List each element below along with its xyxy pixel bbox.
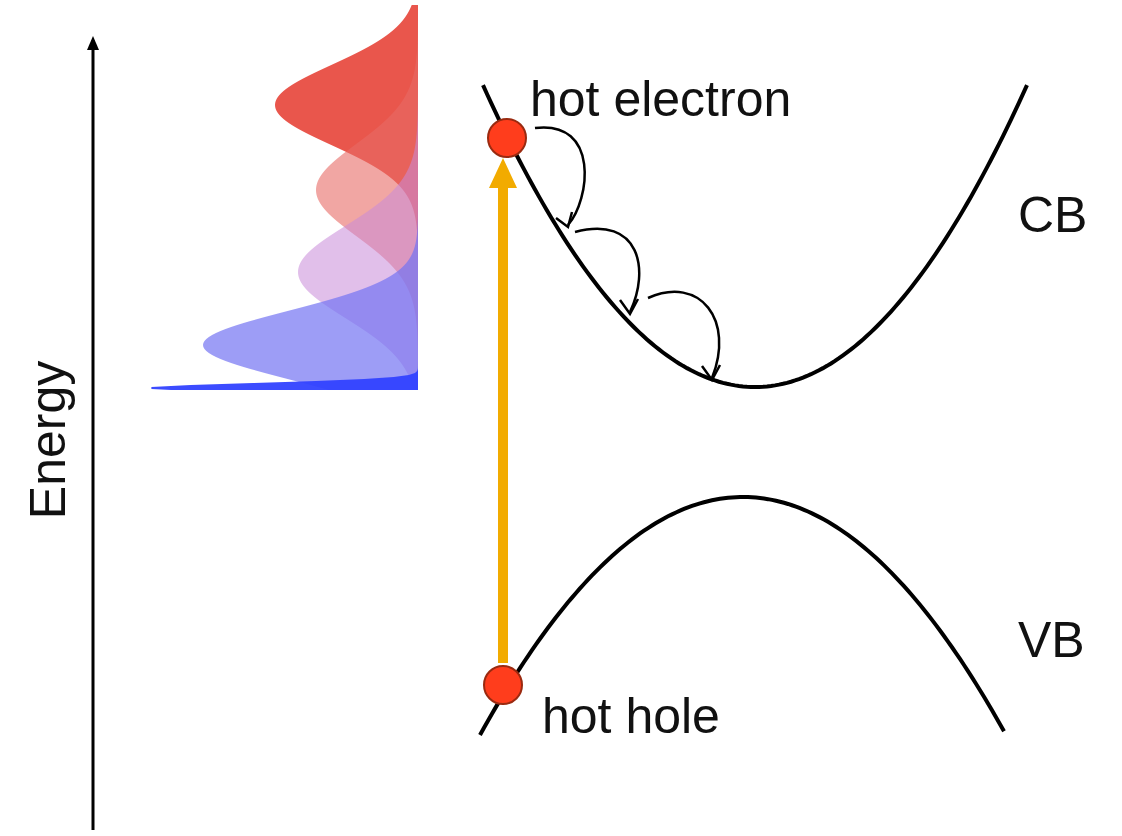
distribution-curve (151, 5, 418, 390)
carrier-dot: hot hole (483, 665, 523, 705)
relaxation-arrow (648, 292, 719, 378)
excitation-arrow (489, 158, 517, 663)
carrier-label: hot hole (542, 691, 720, 741)
carrier-dot: hot electron (487, 118, 527, 158)
arrowhead (489, 158, 517, 188)
conduction-band (483, 85, 1027, 387)
energy-axis (92, 40, 95, 830)
relaxation-arrowhead (620, 299, 638, 314)
axis-label: Energy (23, 361, 73, 519)
relaxation-arrowhead (556, 212, 572, 227)
band-label: CB (1018, 190, 1087, 240)
carrier-label: hot electron (530, 74, 791, 124)
distribution-curves (151, 5, 418, 390)
axis-arrowhead (87, 36, 99, 50)
relaxation-arrow (575, 229, 639, 312)
relaxation-arrowhead (702, 365, 720, 380)
band-label: VB (1018, 615, 1085, 665)
distribution-curve (203, 5, 418, 390)
relaxation-arrow (535, 127, 585, 225)
arrow-shaft (498, 186, 508, 663)
